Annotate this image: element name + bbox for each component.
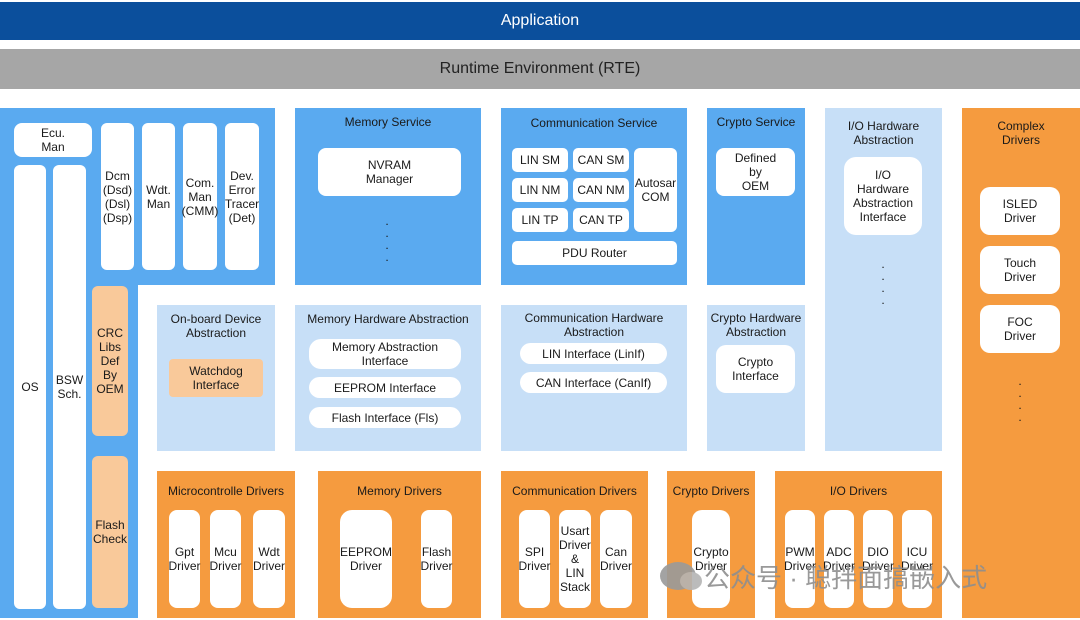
- wdt-driver-box: Wdt Driver: [253, 510, 285, 608]
- autosar-com-box: Autosar COM: [634, 148, 677, 232]
- memory-service-title: Memory Service: [344, 115, 432, 129]
- isled-driver-box: ISLED Driver: [980, 187, 1060, 235]
- io-drivers-title: I/O Drivers: [829, 484, 888, 498]
- watermark-text: 公众号 · 聪拌面搞嵌入式: [704, 562, 988, 593]
- foc-driver-box: FOC Driver: [980, 305, 1060, 353]
- nvram-manager-box: NVRAM Manager: [318, 148, 461, 196]
- pwm-driver-box: PWM Driver: [784, 510, 816, 608]
- icu-driver-box: ICU Driver: [901, 510, 933, 608]
- usart-lin-driver-box: Usart Driver & LIN Stack: [559, 510, 591, 608]
- det-box: Dev. Error Tracer (Det): [225, 123, 259, 270]
- crypto-hardware-abstraction-title: Crypto Hardware Abstraction: [710, 311, 802, 339]
- rte-layer: Runtime Environment (RTE): [0, 49, 1080, 89]
- communication-hardware-abstraction-title: Communication Hardware Abstraction: [524, 311, 664, 339]
- crc-libs-box: CRC Libs Def By OEM: [92, 286, 128, 436]
- communication-drivers-title: Communication Drivers: [512, 484, 637, 498]
- lin-sm-box: LIN SM: [512, 148, 568, 172]
- os-box: OS: [14, 165, 46, 609]
- can-sm-box: CAN SM: [573, 148, 629, 172]
- memory-service-dots: . . . .: [385, 214, 389, 264]
- defined-by-oem-box: Defined by OEM: [716, 148, 795, 196]
- wechat-icon: [660, 562, 702, 590]
- crypto-service-title: Crypto Service: [716, 115, 796, 129]
- lin-nm-box: LIN NM: [512, 178, 568, 202]
- can-nm-box: CAN NM: [573, 178, 629, 202]
- spi-driver-box: SPI Driver: [519, 510, 551, 608]
- io-hw-dots: . . . .: [881, 257, 885, 307]
- application-layer: Application: [0, 2, 1080, 40]
- crypto-drivers-title: Crypto Drivers: [672, 484, 750, 498]
- memory-abstraction-interface-box: Memory Abstraction Interface: [309, 339, 461, 369]
- crypto-interface-box: Crypto Interface: [716, 345, 795, 393]
- flash-check-box: Flash Check: [92, 456, 128, 608]
- dio-driver-box: DIO Driver: [862, 510, 894, 608]
- memory-service: [295, 108, 481, 285]
- microcontroller-drivers-title: Microcontrolle Drivers: [167, 484, 285, 498]
- adc-driver-box: ADC Driver: [823, 510, 855, 608]
- onboard-device-abstraction-title: On-board Device Abstraction: [170, 312, 262, 340]
- communication-service-title: Communication Service: [530, 116, 658, 130]
- complex-drivers: [962, 108, 1080, 618]
- bsw-scheduler-box: BSW Sch.: [53, 165, 86, 609]
- touch-driver-box: Touch Driver: [980, 246, 1060, 294]
- can-driver-box: Can Driver: [600, 510, 632, 608]
- watermark: 公众号 · 聪拌面搞嵌入式: [660, 558, 987, 594]
- memory-drivers-title: Memory Drivers: [357, 484, 442, 498]
- mcu-driver-box: Mcu Driver: [210, 510, 242, 608]
- complex-drivers-title: Complex Drivers: [997, 119, 1045, 147]
- lin-tp-box: LIN TP: [512, 208, 568, 232]
- watchdog-interface-box: Watchdog Interface: [169, 359, 263, 397]
- io-hw-interface-box: I/O Hardware Abstraction Interface: [844, 157, 922, 235]
- eeprom-driver-box: EEPROM Driver: [340, 510, 392, 608]
- memory-hardware-abstraction-title: Memory Hardware Abstraction: [307, 312, 469, 326]
- crypto-driver-box: Crypto Driver: [692, 510, 730, 608]
- gpt-driver-box: Gpt Driver: [169, 510, 201, 608]
- complex-drivers-dots: . . . .: [1018, 374, 1022, 424]
- lin-interface-box: LIN Interface (LinIf): [520, 343, 667, 364]
- wdt-man-box: Wdt. Man: [142, 123, 175, 270]
- can-interface-box: CAN Interface (CanIf): [520, 372, 667, 393]
- can-tp-box: CAN TP: [573, 208, 629, 232]
- dcm-box: Dcm (Dsd) (Dsl) (Dsp): [101, 123, 134, 270]
- flash-driver-box: Flash Driver: [421, 510, 453, 608]
- com-man-box: Com. Man (CMM): [182, 123, 218, 270]
- eeprom-interface-box: EEPROM Interface: [309, 377, 461, 398]
- flash-interface-box: Flash Interface (Fls): [309, 407, 461, 428]
- pdu-router-box: PDU Router: [512, 241, 677, 265]
- crypto-service: [707, 108, 805, 285]
- ecu-man-box: Ecu. Man: [14, 123, 92, 157]
- io-hardware-abstraction-title: I/O Hardware Abstraction: [847, 119, 920, 147]
